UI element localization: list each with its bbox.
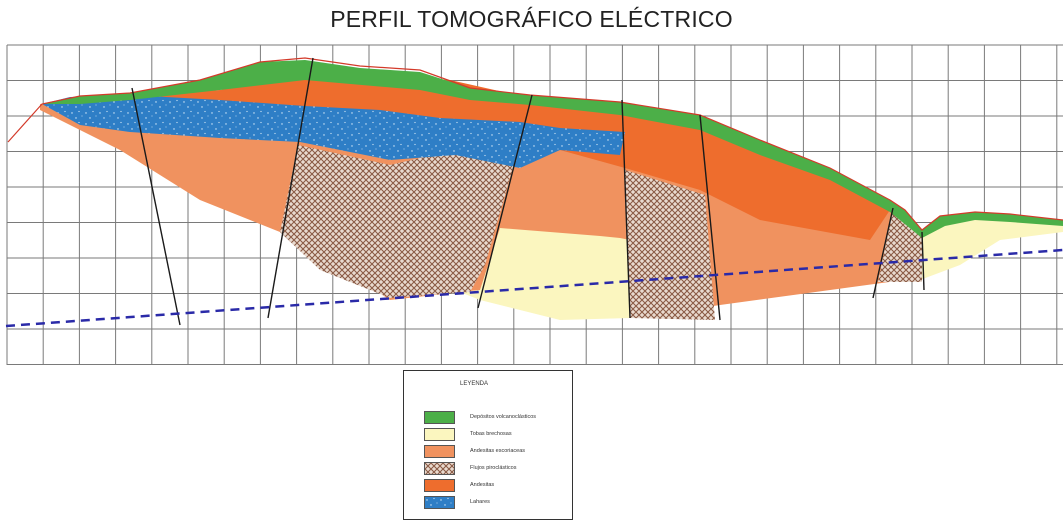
fault-line bbox=[477, 94, 533, 309]
fault-line bbox=[267, 57, 314, 319]
legend-swatch-andesitas-escoriaceas bbox=[424, 445, 455, 458]
ground-surface-line bbox=[7, 57, 1063, 231]
fault-lines bbox=[131, 57, 925, 326]
legend-label: Andesitas bbox=[470, 482, 495, 488]
fault-line bbox=[131, 87, 181, 326]
legend-swatch-tobas bbox=[424, 428, 455, 441]
legend-swatch-flujos bbox=[424, 462, 455, 475]
legend-label: Andesitas escoriaceas bbox=[470, 448, 526, 454]
unit-flujos-piroclasticos-a bbox=[280, 142, 520, 298]
unit-tobas-brechosas-east bbox=[920, 214, 1063, 280]
legend-title: LEYENDA bbox=[459, 381, 488, 387]
legend-swatch-lahares bbox=[424, 496, 455, 509]
legend-swatch-depositos bbox=[424, 411, 455, 424]
water-table-line bbox=[5, 248, 1063, 328]
fault-line bbox=[699, 114, 721, 321]
unit-depositos-volcanoclasticos bbox=[42, 60, 1063, 238]
unit-lahares bbox=[42, 95, 625, 168]
legend-label: Depósitos volcanoclásticos bbox=[470, 414, 537, 420]
legend-box: LEYENDA Depósitos volcanoclásticos Tobas… bbox=[403, 370, 573, 520]
profile-title: PERFIL TOMOGRÁFICO ELÉCTRICO bbox=[330, 6, 733, 32]
fault-line bbox=[621, 99, 631, 319]
legend-swatch-andesitas bbox=[424, 479, 455, 492]
tomographic-profile bbox=[5, 44, 1063, 365]
geologic-units bbox=[40, 60, 1063, 320]
unit-flujos-piroclasticos-b bbox=[625, 170, 715, 320]
unit-tobas-brechosas bbox=[460, 228, 630, 320]
legend-label: Tobas brechosas bbox=[470, 431, 512, 437]
legend-label: Lahares bbox=[470, 499, 490, 505]
legend-label: Flujos piroclásticos bbox=[470, 465, 517, 471]
fault-line bbox=[872, 207, 894, 299]
